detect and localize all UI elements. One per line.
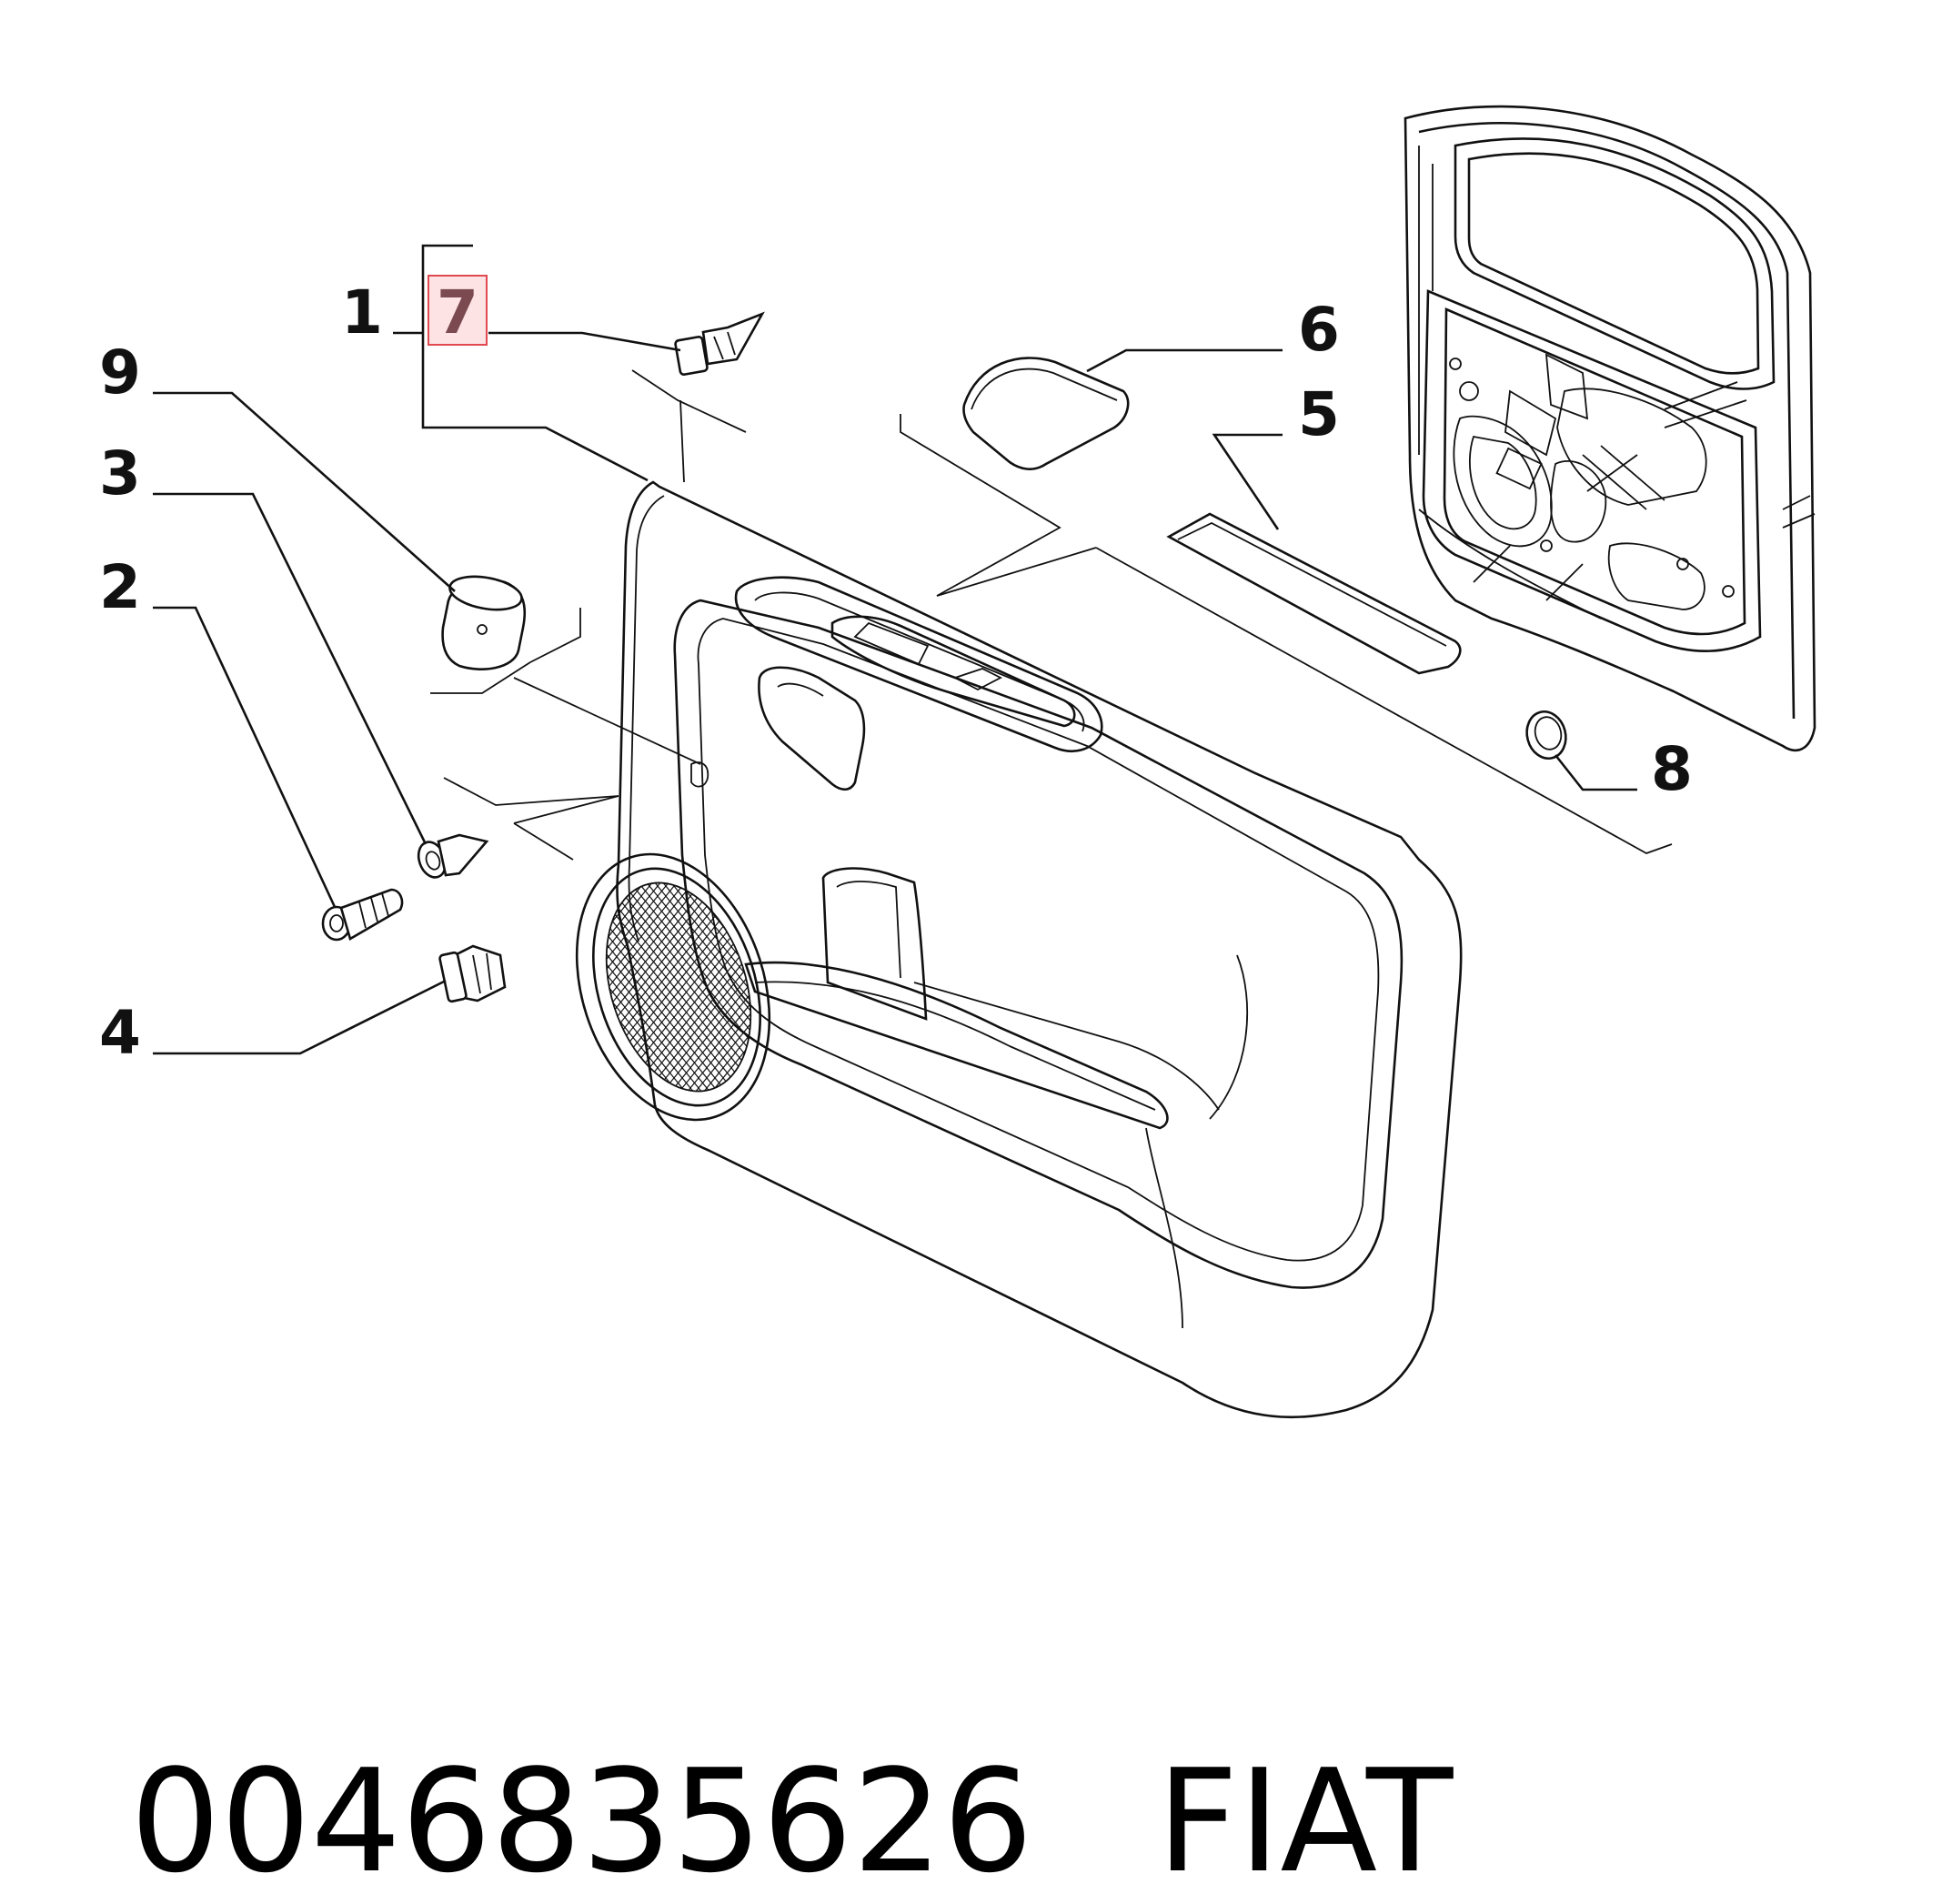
callout-4[interactable]: 4 [99,998,141,1068]
part-6-pad [962,357,1130,470]
part-4-clip [438,944,507,1003]
callout-7[interactable]: 7 [437,277,478,348]
part-number: 0046835626 [130,1738,1033,1904]
part-7-clip [674,311,765,376]
brand-name: FIAT [1156,1738,1454,1904]
exploded-parts-diagram: 1 7 9 3 2 4 6 5 8 [99,105,1816,1419]
callout-9[interactable]: 9 [99,337,141,408]
leader-lines [153,244,1673,1055]
callout-5[interactable]: 5 [1298,379,1340,449]
callout-3[interactable]: 3 [99,438,141,509]
callout-2[interactable]: 2 [99,552,141,622]
callout-6[interactable]: 6 [1298,295,1340,365]
part-5-strip [1166,512,1462,675]
callout-1[interactable]: 1 [341,277,383,348]
part-2-screw [321,888,404,942]
callout-highlight-box[interactable] [428,275,488,346]
part-9-pad [441,575,527,670]
door-trim-panel [575,480,1463,1419]
callout-8[interactable]: 8 [1651,734,1693,804]
part-8-grommet [1525,710,1567,760]
speaker-grille [581,863,776,1111]
part-3-clip [417,833,489,879]
door-frame [1404,105,1816,751]
